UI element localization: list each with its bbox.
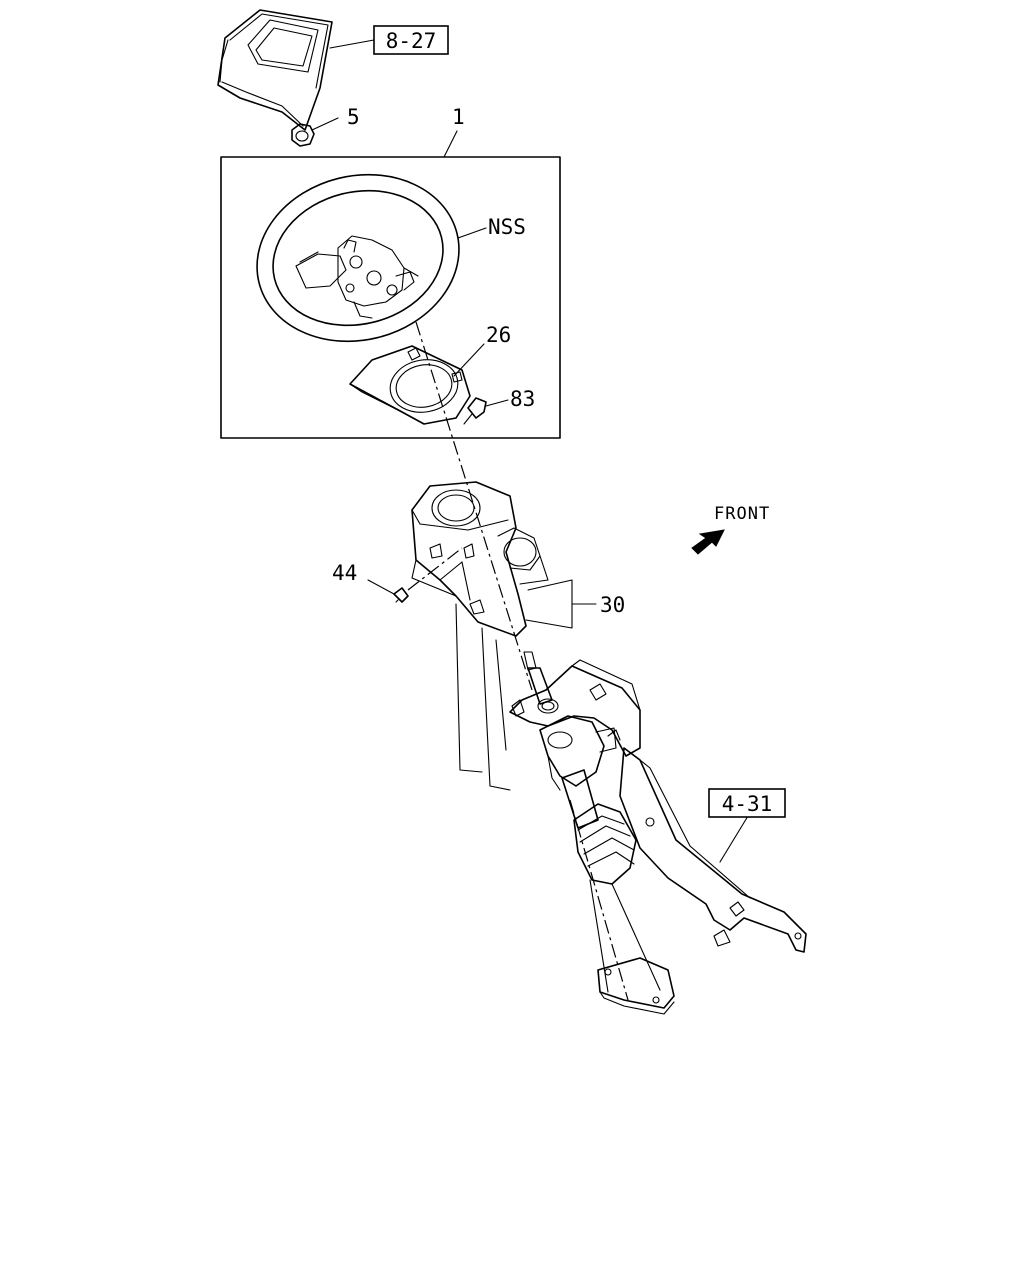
cover-ref-callout: 8-27 <box>329 25 449 55</box>
steering-column-part <box>509 651 807 1015</box>
screw-cover-callout: 44 <box>332 561 357 585</box>
nut-callout: 5 <box>347 105 360 129</box>
wheel-assembly-callout: 1 <box>452 105 465 129</box>
front-label: FRONT <box>714 504 770 524</box>
front-arrow-icon <box>691 529 725 555</box>
lower-cover-part: 26 <box>349 323 511 425</box>
wheel-assembly-box: 1 <box>220 105 561 439</box>
horn-pad-cover-part <box>217 9 333 131</box>
column-ref-callout: 4-31 <box>708 788 786 818</box>
lower-cover-callout: 26 <box>486 323 511 347</box>
wheel-callout: NSS <box>488 215 526 239</box>
nut-part: 5 <box>291 105 360 147</box>
cover-ref-label: 8-27 <box>386 29 437 53</box>
screw-cover-part: 44 <box>332 547 463 603</box>
column-ref-label: 4-31 <box>722 792 773 816</box>
front-direction-indicator: FRONT <box>691 504 770 555</box>
screw-callout: 83 <box>510 387 535 411</box>
column-cover-part: 30 <box>411 481 625 791</box>
steering-wheel-part: NSS <box>256 173 526 343</box>
column-cover-callout: 30 <box>600 593 625 617</box>
screw-part: 83 <box>463 387 535 425</box>
